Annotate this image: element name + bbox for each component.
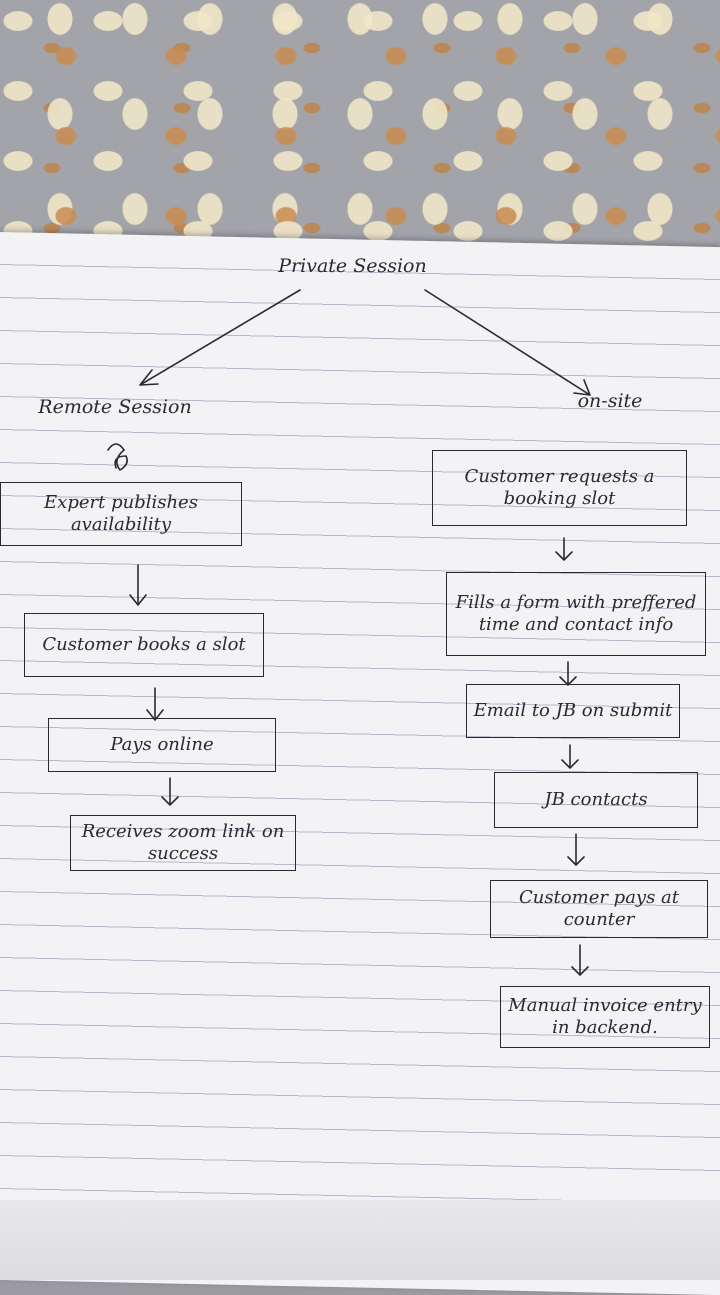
arrow-right-3 — [561, 744, 579, 770]
onsite-step-5: Customer pays at counter — [490, 880, 708, 938]
onsite-step-3: Email to JB on submit — [466, 684, 680, 738]
arrow-left-1 — [129, 564, 147, 607]
remote-step-4: Receives zoom link on success — [70, 815, 296, 871]
root-node: Private Session — [278, 255, 427, 277]
arrow-right-1 — [555, 537, 573, 562]
fabric-background — [0, 0, 720, 250]
remote-step-3: Pays online — [48, 718, 276, 772]
arrow-right-5 — [571, 944, 589, 977]
notebook-bottom — [0, 1200, 720, 1280]
branch-label-onsite: on-site — [577, 390, 643, 412]
remote-step-2: Customer books a slot — [24, 613, 264, 677]
arrow-right-4 — [567, 833, 585, 867]
remote-step-1: Expert publishes availability — [0, 482, 242, 546]
ink-scribble — [107, 443, 128, 472]
branch-label-remote: Remote Session — [38, 396, 192, 418]
onsite-step-2: Fills a form with preffered time and con… — [446, 572, 706, 656]
onsite-step-6: Manual invoice entry in backend. — [500, 986, 710, 1048]
onsite-step-4: JB contacts — [494, 772, 698, 828]
arrow-right-2 — [559, 661, 577, 687]
arrow-root-to-remote — [139, 289, 301, 386]
arrow-left-3 — [161, 777, 179, 807]
onsite-step-1: Customer requests a booking slot — [432, 450, 687, 526]
arrow-root-to-onsite — [424, 289, 591, 396]
arrow-left-2 — [146, 687, 164, 722]
